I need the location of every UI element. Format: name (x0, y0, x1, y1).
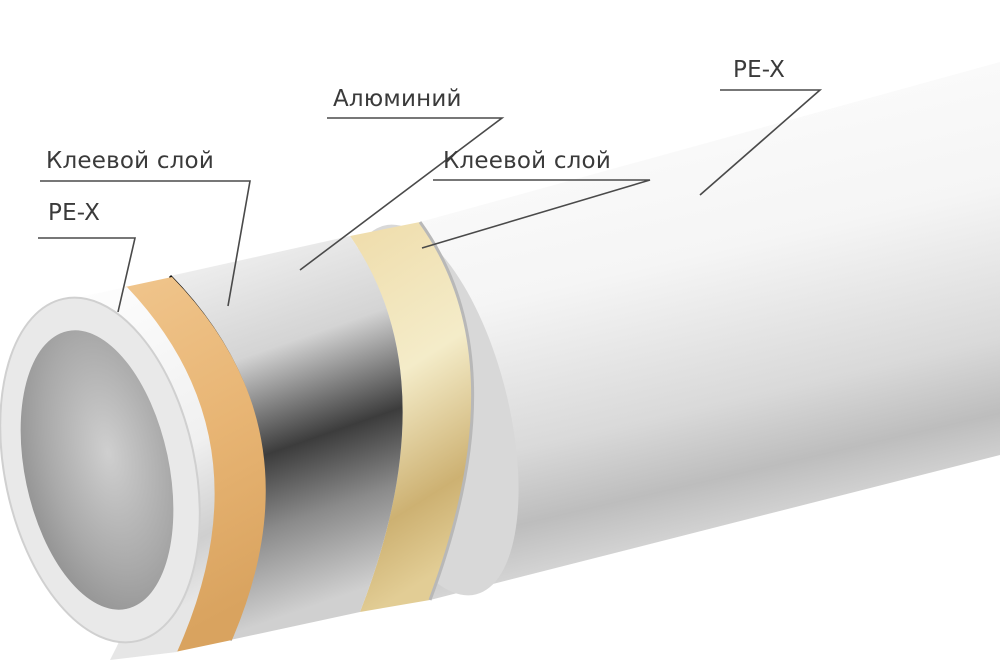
leader-lines (38, 89, 823, 313)
leader-inner-adhesive (40, 180, 251, 307)
inner-pex-layer (0, 287, 215, 660)
inner-adhesive-layer (125, 277, 266, 652)
leader-outer-adhesive (421, 179, 651, 249)
label-outer-adhesive: Клеевой слой (443, 148, 611, 174)
leader-outer-pex (699, 89, 823, 196)
leader-inner-pex (38, 237, 137, 313)
pipe-bore (20, 330, 174, 610)
outer-adhesive-layer (350, 221, 475, 612)
label-inner-pex: PE-X (48, 200, 101, 226)
label-outer-pex: PE-X (733, 57, 786, 83)
leader-aluminum (299, 117, 505, 271)
label-inner-adhesive: Клеевой слой (46, 148, 214, 174)
label-aluminum: Алюминий (333, 86, 462, 112)
